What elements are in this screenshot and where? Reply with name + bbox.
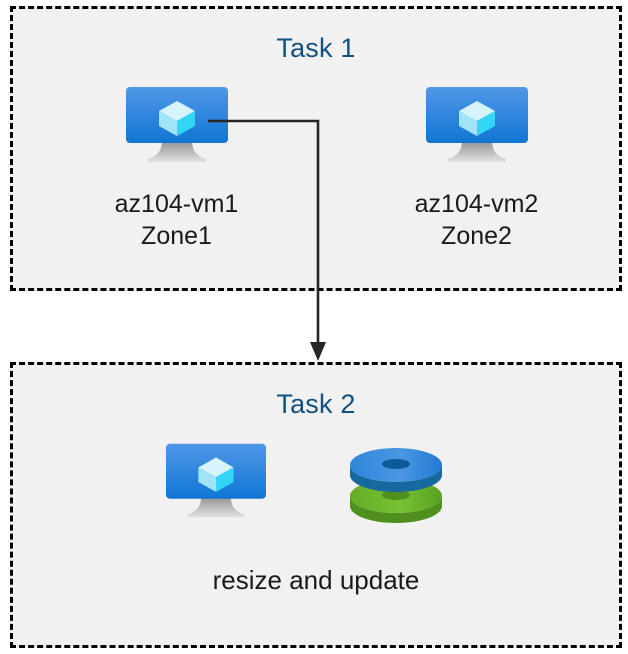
task-2-caption: resize and update xyxy=(212,565,420,595)
virtual-machine-icon xyxy=(113,442,318,531)
task-2-title: Task 2 xyxy=(276,389,356,419)
node-virtual-machine[interactable] xyxy=(113,442,318,531)
task-1-container: Task 1 xyxy=(10,6,622,291)
task-1-title: Task 1 xyxy=(276,33,356,63)
node-az104-vm2[interactable]: az104-vm2 Zone2 xyxy=(369,87,584,252)
node-label-az104-vm1: az104-vm1 Zone1 xyxy=(114,190,239,250)
virtual-machine-icon xyxy=(369,87,584,174)
managed-disks-icon xyxy=(293,440,498,531)
arrowhead-icon xyxy=(310,342,326,361)
virtual-machine-icon xyxy=(69,87,284,174)
node-managed-disks[interactable] xyxy=(293,440,498,531)
task-2-container: Task 2 xyxy=(10,362,622,648)
node-label-az104-vm2: az104-vm2 Zone2 xyxy=(414,190,539,250)
node-az104-vm1[interactable]: az104-vm1 Zone1 xyxy=(69,87,284,252)
